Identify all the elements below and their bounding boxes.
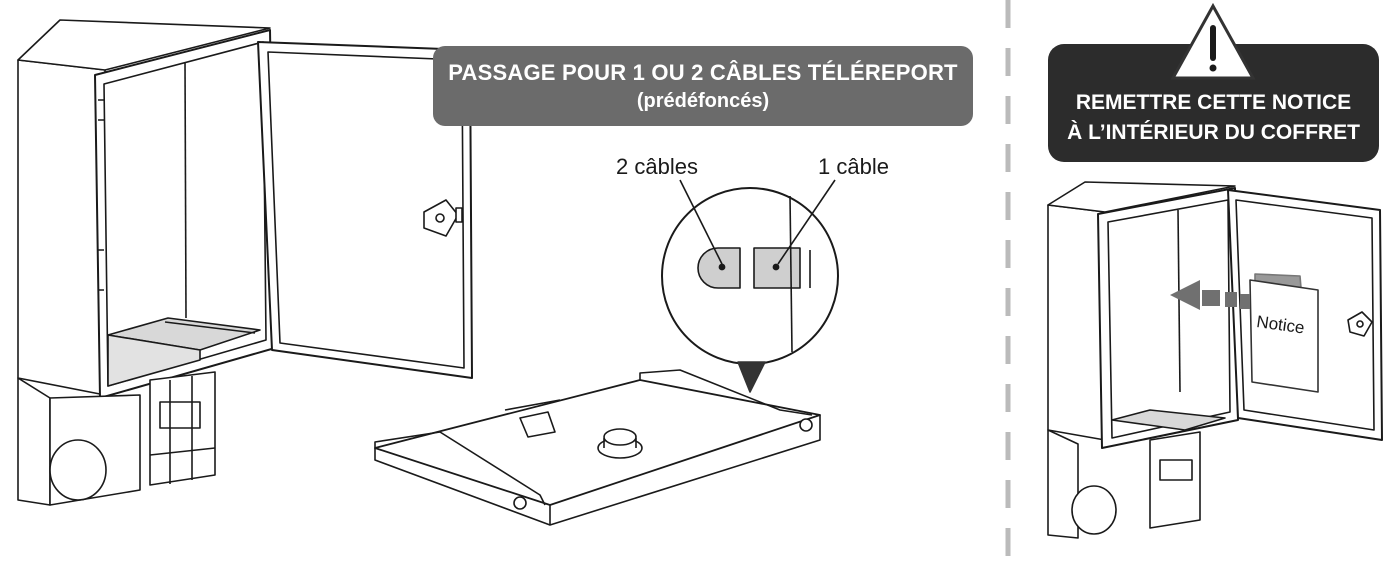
detail-magnifier (661, 179, 839, 393)
base-plate (374, 369, 821, 526)
warning-line-1: REMETTRE CETTE NOTICE (1075, 91, 1352, 114)
cabinet-door-left (257, 41, 473, 379)
label-one-cable: 1 câble (818, 154, 889, 179)
notice-sheet (1249, 273, 1319, 393)
cable-passage-banner: PASSAGE POUR 1 OU 2 CÂBLES TÉLÉREPORT (p… (433, 46, 973, 126)
warning-line-2: À L’INTÉRIEUR DU COFFRET (1067, 121, 1360, 144)
label-two-cables: 2 câbles (616, 154, 698, 179)
warning-notice-box: REMETTRE CETTE NOTICE À L’INTÉRIEUR DU C… (1048, 44, 1379, 162)
cabinet-right (1047, 181, 1383, 539)
banner-title: PASSAGE POUR 1 OU 2 CÂBLES TÉLÉREPORT (448, 59, 958, 85)
insert-arrow-icon (1170, 280, 1250, 310)
cabinet-open-left (17, 19, 276, 506)
banner-subtitle: (prédéfoncés) (636, 89, 770, 112)
